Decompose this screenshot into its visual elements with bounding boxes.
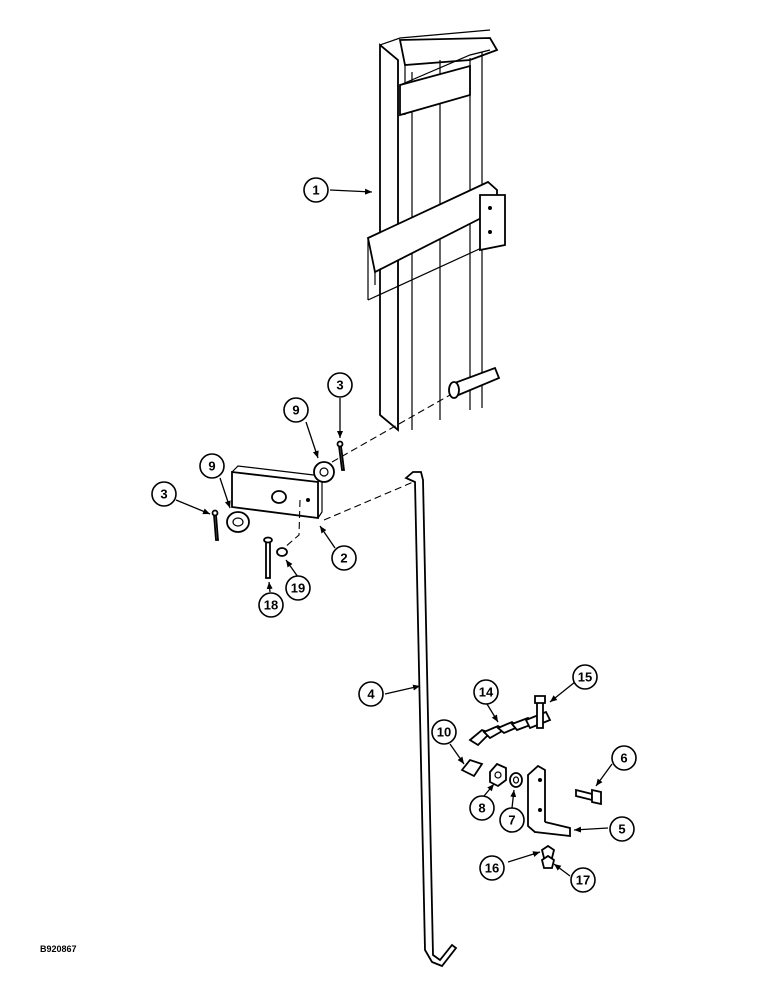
callout-circle — [431, 719, 457, 745]
callout-circle — [199, 453, 225, 479]
callout-circle — [303, 177, 329, 203]
callout-3: 3 — [327, 372, 353, 398]
callout-circle — [479, 855, 505, 881]
bracket-plate — [231, 465, 324, 520]
callout-label: 2 — [340, 551, 347, 566]
bolt-6 — [575, 788, 593, 802]
callout-7: 7 — [499, 807, 525, 833]
callout-2: 2 — [331, 545, 357, 571]
nut-17 — [540, 854, 556, 869]
callout-circle — [283, 397, 309, 423]
washer-7 — [509, 772, 523, 788]
washer-19 — [276, 547, 288, 557]
callout-label: 3 — [336, 378, 343, 393]
callout-label: 4 — [367, 687, 375, 702]
cotter-pin-lower — [213, 514, 219, 541]
angle-bracket — [527, 764, 571, 838]
callout-18: 18 — [258, 592, 284, 618]
cotter-pin-upper — [337, 445, 346, 471]
callout-1: 1 — [303, 177, 329, 203]
callout-label: 14 — [479, 685, 494, 700]
callout-10: 10 — [431, 719, 457, 745]
callout-circle — [258, 592, 284, 618]
callout-circle — [469, 795, 495, 821]
callout-14: 14 — [473, 679, 499, 705]
callout-circle — [358, 681, 384, 707]
washer-lower — [226, 511, 250, 533]
callout-label: 1 — [312, 183, 319, 198]
callout-label: 8 — [478, 801, 485, 816]
callout-circle — [611, 745, 637, 771]
callout-label: 7 — [508, 813, 515, 828]
callout-circle — [609, 816, 635, 842]
callout-circle — [570, 867, 596, 893]
callout-16: 16 — [479, 855, 505, 881]
callout-circle — [572, 664, 598, 690]
callout-label: 10 — [437, 725, 451, 740]
callout-label: 19 — [291, 581, 305, 596]
callout-8: 8 — [469, 795, 495, 821]
callout-label: 9 — [208, 459, 215, 474]
nut-8 — [489, 762, 507, 788]
callout-circle — [327, 372, 353, 398]
control-rod — [404, 471, 458, 968]
callout-9: 9 — [283, 397, 309, 423]
washer-upper — [313, 461, 335, 483]
bolt-18 — [265, 541, 271, 579]
callout-3: 3 — [151, 481, 177, 507]
callout-9: 9 — [199, 453, 225, 479]
callout-label: 18 — [264, 598, 278, 613]
callout-circle — [151, 481, 177, 507]
bolt-15 — [536, 701, 544, 729]
callout-5: 5 — [609, 816, 635, 842]
callout-label: 9 — [292, 403, 299, 418]
callout-19: 19 — [285, 575, 311, 601]
chain — [468, 710, 552, 747]
clip-10 — [460, 758, 484, 778]
callout-label: 15 — [578, 670, 592, 685]
callout-label: 3 — [160, 487, 167, 502]
callout-17: 17 — [570, 867, 596, 893]
callout-label: 5 — [618, 822, 625, 837]
callout-15: 15 — [572, 664, 598, 690]
callout-circle — [499, 807, 525, 833]
nut-16 — [540, 844, 556, 859]
figure-code: B920867 — [40, 944, 77, 954]
callout-6: 6 — [611, 745, 637, 771]
callout-4: 4 — [358, 681, 384, 707]
callout-label: 6 — [620, 751, 627, 766]
callout-label: 16 — [485, 861, 499, 876]
callout-circle — [285, 575, 311, 601]
callout-circle — [473, 679, 499, 705]
vertical-channel — [366, 29, 506, 432]
callout-circle — [331, 545, 357, 571]
callout-label: 17 — [576, 873, 590, 888]
